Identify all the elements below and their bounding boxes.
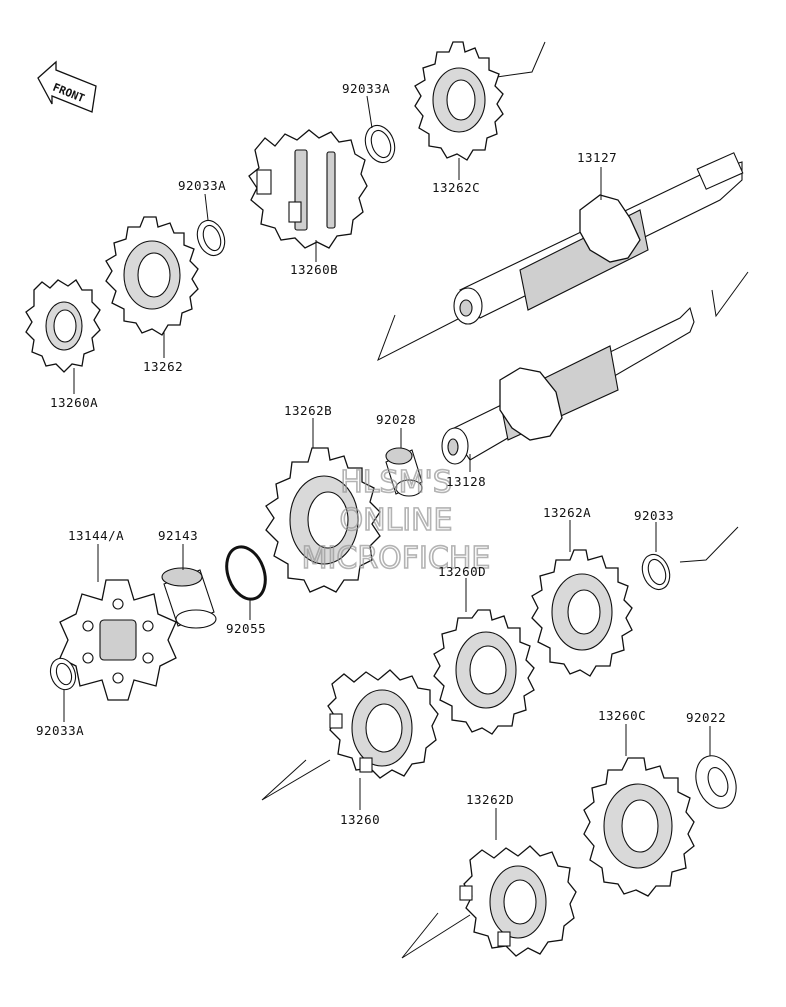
sprocket-13144A-icon [59, 579, 177, 701]
gear-13262-icon [105, 216, 199, 336]
part-label: 92033 [634, 508, 674, 523]
bushing-92028-icon [385, 447, 423, 497]
part-label: 13262A [543, 505, 591, 520]
shaft-13128-icon [441, 306, 695, 465]
part-label: 92033A [36, 723, 84, 738]
part-label: 13260C [598, 708, 646, 723]
gear-13260A-icon [25, 279, 101, 373]
part-label: 13260 [340, 812, 380, 827]
assembly-axis-lines [261, 41, 749, 959]
watermark-line1: HLSM'S [340, 465, 452, 500]
circlip-92033A-mid-icon [196, 219, 226, 257]
part-label: 92022 [686, 710, 726, 725]
part-label: 13262B [284, 403, 332, 418]
part-label: 92055 [226, 621, 266, 636]
circlip-92033-icon [641, 553, 671, 591]
gear-13260D-icon [433, 609, 535, 735]
watermark-line3: MICROFICHE [302, 541, 491, 576]
watermark-line2: ONLINE [339, 503, 452, 538]
gear-13262D-icon [459, 845, 577, 957]
part-label: 13144/A [68, 528, 124, 543]
part-label: 13128 [446, 474, 486, 489]
leader-lines [63, 95, 711, 840]
gear-13262B-icon [265, 447, 381, 593]
gear-13260-icon [327, 669, 439, 779]
shaft-13127-icon [453, 152, 744, 325]
part-label: 92028 [376, 412, 416, 427]
part-label: 13262C [432, 180, 480, 195]
gear-13260C-icon [583, 757, 695, 897]
part-label: 92033A [178, 178, 226, 193]
gear-13260B-icon [248, 129, 368, 249]
oring-92055-icon [225, 545, 267, 601]
watermark: HLSM'S ONLINE MICROFICHE [301, 464, 491, 577]
part-label: 92143 [158, 528, 198, 543]
collar-92143-icon [161, 567, 217, 629]
gear-13262A-icon [531, 549, 633, 677]
part-label: 13262 [143, 359, 183, 374]
part-label: 13127 [577, 150, 617, 165]
part-label: 92033A [342, 81, 390, 96]
part-labels: 92033A 13262C 13127 92033A 13260B 13262 … [36, 81, 726, 827]
front-arrow-icon: FRONT [37, 60, 97, 113]
part-label: 13260A [50, 395, 98, 410]
washer-92022-icon [695, 755, 737, 809]
gear-13262C-icon [414, 41, 504, 161]
part-label: 13260D [438, 564, 486, 579]
circlip-92033A-top-icon [364, 124, 396, 164]
part-label: 13262D [466, 792, 514, 807]
circlip-92033A-low-icon [49, 657, 77, 691]
part-label: 13260B [290, 262, 338, 277]
